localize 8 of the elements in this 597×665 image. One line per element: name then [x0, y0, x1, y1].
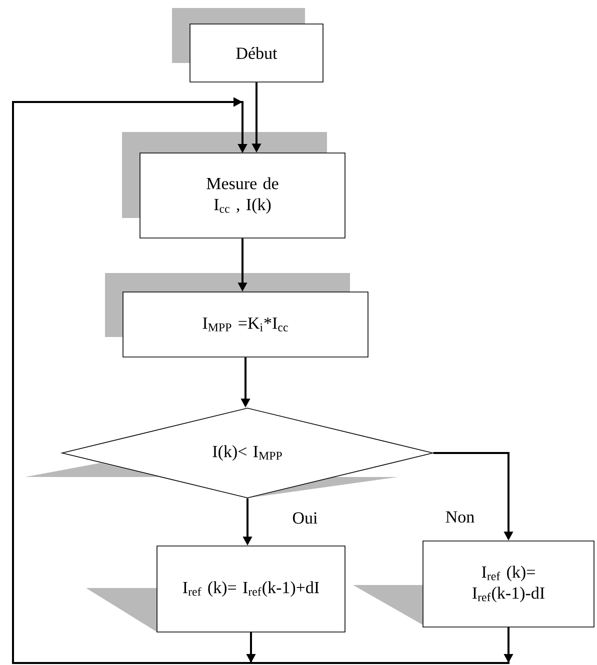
process-box: I$_{MPP}$ =K$_{i}$*I$_{cc}$: [105, 273, 368, 358]
process-box: Début: [172, 8, 324, 82]
process-box: I$_{ref}$ (k)= I$_{ref}$(k-1)-dI: [353, 540, 594, 628]
loop-arrow: [12, 97, 514, 664]
edge-label: Non: [446, 511, 474, 523]
process-box: Mesure de I$_{cc}$ , I(k): [122, 132, 346, 238]
process-box: I$_{ref}$ (k)= I$_{ref}$(k-1)+dI: [86, 546, 346, 632]
edge-label: Oui: [292, 512, 318, 524]
